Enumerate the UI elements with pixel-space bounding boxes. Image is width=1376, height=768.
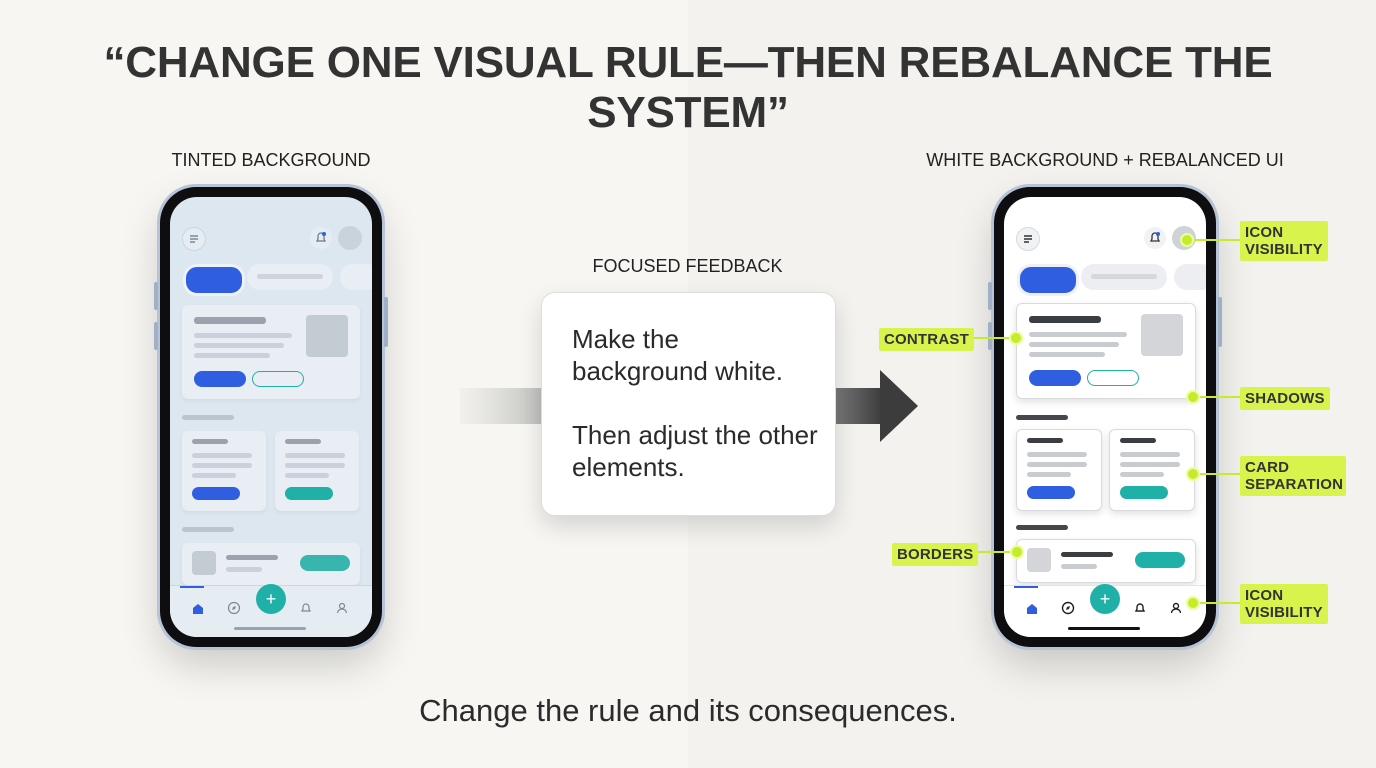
menu-icon[interactable] (1016, 227, 1040, 251)
list-row[interactable] (182, 543, 360, 585)
small-card[interactable] (182, 431, 266, 511)
filter-chip[interactable] (340, 264, 372, 290)
home-icon[interactable] (188, 600, 208, 620)
phone-power-button (1218, 297, 1222, 347)
small-card-button[interactable] (192, 487, 240, 500)
compass-icon[interactable] (1058, 600, 1078, 620)
transition-arrow (460, 370, 918, 442)
filter-chip[interactable] (247, 264, 333, 290)
phone-volume-button (988, 282, 992, 310)
caption: Change the rule and its consequences. (419, 693, 957, 728)
feedback-label: FOCUSED FEEDBACK (592, 256, 783, 276)
feedback-line-2: Then adjust the other elements. (572, 420, 818, 482)
callout-dot (1010, 545, 1024, 559)
list-row[interactable] (1016, 539, 1196, 583)
feedback-line-1: Make the background white. (572, 324, 784, 386)
left-phone-label: TINTED BACKGROUND (171, 150, 371, 170)
notification-bell-icon[interactable] (1144, 227, 1166, 249)
avatar[interactable] (338, 226, 362, 250)
phone-volume-button (154, 322, 158, 350)
phone-volume-button (988, 322, 992, 350)
featured-card[interactable] (182, 305, 360, 399)
callout-dot (1186, 596, 1200, 610)
callout-line (1192, 473, 1242, 475)
list-row-button[interactable] (1135, 552, 1185, 568)
white-phone-screen: + (1004, 197, 1206, 637)
filter-chip-active[interactable] (183, 264, 245, 296)
bell-icon[interactable] (296, 600, 316, 620)
bottom-nav: + (1004, 584, 1206, 637)
profile-icon[interactable] (1166, 600, 1186, 620)
small-card-button[interactable] (1120, 486, 1168, 499)
compass-icon[interactable] (224, 600, 244, 620)
callout-card-separation: CARD SEPARATION (1240, 456, 1346, 496)
notification-bell-icon[interactable] (310, 227, 332, 249)
featured-card[interactable] (1016, 303, 1196, 399)
small-card[interactable] (275, 431, 359, 511)
home-indicator (234, 627, 306, 630)
section-header (1016, 415, 1068, 420)
callout-dot (1009, 331, 1023, 345)
small-card-button[interactable] (285, 487, 333, 500)
bell-icon[interactable] (1130, 600, 1150, 620)
white-phone: + (988, 187, 1222, 647)
small-card[interactable] (1016, 429, 1102, 511)
section-header (182, 415, 234, 420)
card-thumbnail (306, 315, 348, 357)
card-secondary-button[interactable] (1087, 370, 1139, 386)
card-primary-button[interactable] (1029, 370, 1081, 386)
filter-chip-active[interactable] (1017, 264, 1079, 296)
phone-volume-button (154, 282, 158, 310)
callout-dot (1186, 467, 1200, 481)
section-header (1016, 525, 1068, 530)
card-secondary-button[interactable] (252, 371, 304, 387)
callout-dot (1186, 390, 1200, 404)
callout-contrast: CONTRAST (879, 328, 974, 351)
callout-shadows: SHADOWS (1240, 387, 1330, 410)
filter-chip[interactable] (1174, 264, 1206, 290)
callout-line (1192, 602, 1242, 604)
phone-power-button (384, 297, 388, 347)
callout-line (968, 551, 1016, 553)
list-row-button[interactable] (300, 555, 350, 571)
card-primary-button[interactable] (194, 371, 246, 387)
add-button[interactable]: + (1090, 584, 1120, 614)
small-card[interactable] (1109, 429, 1195, 511)
add-button[interactable]: + (256, 584, 286, 614)
card-thumbnail (1141, 314, 1183, 356)
feedback-card: Make the background white. Then adjust t… (541, 292, 836, 516)
callout-line (1190, 239, 1242, 241)
tinted-phone: + (154, 187, 388, 647)
callout-line (1192, 396, 1242, 398)
profile-icon[interactable] (332, 600, 352, 620)
menu-icon[interactable] (182, 227, 206, 251)
home-icon[interactable] (1022, 600, 1042, 620)
home-indicator (1068, 627, 1140, 630)
callout-borders: BORDERS (892, 543, 979, 566)
page-title: “CHANGE ONE VISUAL RULE—THEN REBALANCE T… (103, 38, 1273, 137)
filter-chip[interactable] (1081, 264, 1167, 290)
callout-line (968, 337, 1016, 339)
section-header (182, 527, 234, 532)
callout-icon-visibility-bottom: ICON VISIBILITY (1240, 584, 1328, 624)
small-card-button[interactable] (1027, 486, 1075, 499)
bottom-nav: + (170, 584, 372, 637)
callout-dot (1180, 233, 1194, 247)
callout-icon-visibility-top: ICON VISIBILITY (1240, 221, 1328, 261)
tinted-phone-screen: + (170, 197, 372, 637)
right-phone-label: WHITE BACKGROUND + REBALANCED UI (926, 150, 1284, 170)
